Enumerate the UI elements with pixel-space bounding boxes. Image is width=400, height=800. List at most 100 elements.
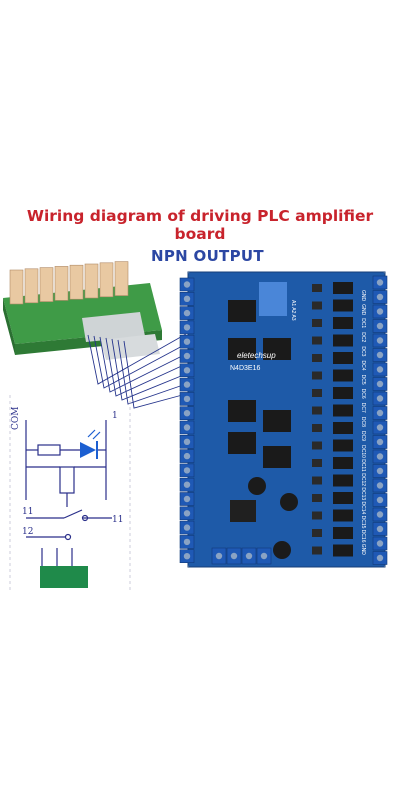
output-led [312,459,322,467]
wire [93,335,187,389]
terminal-label: DC9 [360,431,366,441]
terminal-screw [183,295,191,302]
terminal-screw [376,467,384,475]
terminal-label: DC6 [360,389,366,399]
output-led [312,336,322,345]
pin-label-12: 12 [22,527,33,537]
terminal-screw [183,553,191,560]
pin-label-11-right: 11 [112,515,123,525]
output-transistor [333,422,353,434]
capacitor-1 [248,477,266,495]
board-model: N4D3E16 [230,365,260,372]
terminal-screw [183,324,191,331]
terminal-screw [183,281,191,288]
bottom-terminal-strip [211,547,272,565]
terminal-screw [376,540,384,547]
terminal-screw [376,366,384,373]
terminal-screw [183,381,191,388]
terminal-label: DC13 [360,487,366,500]
terminal-screw [183,352,191,360]
terminal-label: DC5 [360,375,366,385]
output-transistor [333,387,353,399]
terminal-label: DC1 [360,318,366,328]
relay [84,263,99,299]
terminal-label: DC10 [360,445,366,458]
ic-chip [263,338,291,360]
relay [99,262,114,298]
ic-chip [228,400,256,422]
terminal-screw [376,511,384,518]
terminal-label: DC14 [360,502,366,515]
wire [111,338,187,401]
terminal-label: DC12 [360,473,366,486]
terminal-screw [376,525,384,533]
wire [87,333,187,385]
terminal-screw [183,495,191,503]
left-terminal-strip [179,277,195,564]
terminal-label: DC11 [360,459,366,472]
terminal-screw [183,524,191,531]
relay-schematic [9,395,131,590]
output-transistor [333,404,353,417]
output-transistor [333,299,353,312]
output-transistor [333,509,353,522]
ic-chips [228,300,291,468]
terminal-screw [183,452,191,460]
terminal-screw [260,552,268,560]
terminal-screw [183,438,191,445]
output-led [312,546,322,555]
terminal-label: GND [360,290,366,302]
terminal-screw [376,337,384,344]
terminal-screw [183,538,191,546]
pin-label-11-left: 11 [22,507,33,517]
relay [54,266,69,301]
output-led [312,389,322,397]
terminal-label: DC2 [360,332,366,342]
terminal-screw [183,467,191,474]
terminal-label: GND [360,304,366,316]
terminal-screw [230,552,238,560]
terminal-label: DC3 [360,346,366,356]
wire [105,337,187,397]
output-led [312,511,322,520]
pin-label-1: 1 [112,411,118,421]
terminal-screw [376,293,384,301]
terminal-block-symbol [40,566,88,588]
terminal-label: DC8 [360,417,366,427]
wire [123,340,187,409]
led-symbol [80,429,101,459]
right-terminal-strip [372,275,388,565]
terminal-screw [215,552,223,560]
ic-chip [228,432,256,454]
output-transistor [333,492,353,504]
terminal-screw [376,308,384,315]
terminal-screw [376,496,384,504]
terminal-screw [183,395,191,403]
relay [9,269,24,305]
dip-switch [259,282,287,316]
relay [24,268,39,304]
terminal-screw [245,552,253,560]
terminal-screw [376,438,384,446]
terminal-screw [376,380,384,388]
relay [39,267,54,302]
terminal-screw [183,481,191,488]
output-led [312,406,322,415]
output-transistor [333,282,353,294]
terminal-label: GND [360,544,366,556]
output-transistor [333,439,353,452]
output-transistor [333,352,353,364]
output-led [312,441,322,450]
ic-chip [263,446,291,468]
terminal-screw [183,424,191,431]
output-transistor [333,457,353,469]
output-transistor [333,317,353,329]
relay [114,261,129,296]
inductor [280,493,298,511]
terminal-screw [376,409,384,417]
terminal-screw [183,367,191,374]
output-transistor [333,527,353,539]
relay-module-photo [3,261,162,360]
output-transistor [333,544,353,557]
